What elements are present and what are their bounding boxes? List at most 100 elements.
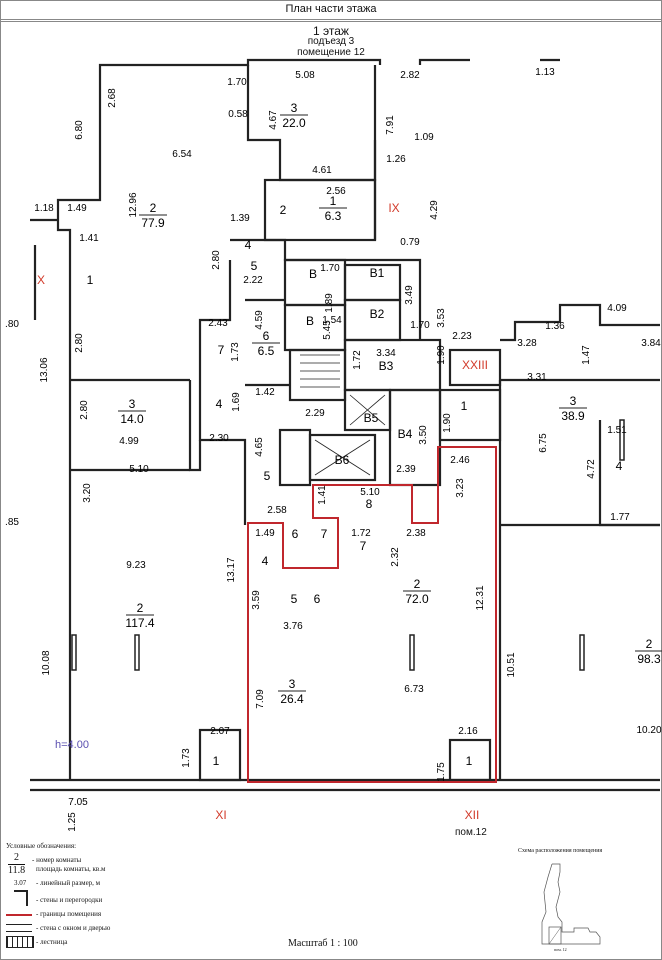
- legend-stairs-icon: [6, 936, 34, 948]
- dimension-label: 3.84: [641, 338, 661, 349]
- scale-label: Масштаб 1 : 100: [288, 938, 358, 949]
- dimension-label: 1.36: [545, 321, 565, 332]
- room-number: 5: [264, 469, 271, 483]
- legend-dim: - линейный размер, м: [36, 879, 101, 887]
- dimension-label: 13.06: [39, 357, 50, 382]
- scheme-label: пом. 12: [554, 947, 567, 952]
- dimension-label: 2.80: [211, 250, 222, 270]
- dimension-label: 2.38: [406, 528, 426, 539]
- room-area: 6.3: [325, 209, 342, 223]
- axis-label: XII: [465, 808, 480, 822]
- dimension-label: 3.49: [404, 285, 415, 305]
- walls: [30, 58, 660, 792]
- dimension-label: 12.31: [475, 585, 486, 610]
- dimension-label: 2.46: [450, 455, 470, 466]
- dimension-label: 1.18: [34, 203, 54, 214]
- dimension-label: 5.10: [360, 487, 380, 498]
- room-number: 1: [466, 754, 473, 768]
- room-number: 1: [213, 754, 220, 768]
- dimension-label: 2.39: [396, 464, 416, 475]
- dimension-label: 4.72: [586, 459, 597, 479]
- premises-boundary: [247, 446, 497, 783]
- dimension-label: 2.23: [452, 331, 472, 342]
- dimension-label: 2.29: [305, 408, 325, 419]
- dimension-label: 3.20: [82, 483, 93, 503]
- room-number: 7: [360, 539, 367, 553]
- dimension-label: 2.07: [210, 726, 230, 737]
- dimension-label: 13.17: [226, 557, 237, 582]
- room-number: В4: [398, 427, 413, 441]
- dimension-label: 3.23: [455, 478, 466, 498]
- room-area: 77.9: [141, 216, 165, 230]
- dimension-label: 2.32: [390, 547, 401, 567]
- dimension-label: 1.26: [386, 154, 406, 165]
- room-number: В3: [379, 359, 394, 373]
- dimension-label: 5.45: [322, 320, 333, 340]
- dimension-label: 5.10: [129, 464, 149, 475]
- dimension-label: 1.72: [352, 350, 363, 370]
- dimension-label: 1.90: [436, 345, 447, 365]
- dimension-label: 4.67: [268, 110, 279, 130]
- dimension-label: 3.28: [517, 338, 537, 349]
- dimension-label: 1.54: [322, 315, 342, 326]
- dimension-label: 2.22: [243, 275, 263, 286]
- dimension-label: 4.29: [429, 200, 440, 220]
- dimension-label: 2.43: [208, 318, 228, 329]
- dimension-label: 4.99: [119, 436, 139, 447]
- dimension-label: 6.54: [172, 149, 192, 160]
- room-number: В2: [370, 307, 385, 321]
- room-number: 1: [330, 194, 337, 208]
- dimension-label: 1.69: [231, 392, 242, 412]
- room-number: В: [309, 267, 317, 281]
- legend-window-icon: [6, 924, 32, 932]
- dimension-label: 0.79: [400, 237, 420, 248]
- axis-label: XXIII: [462, 358, 488, 372]
- room-area: 38.9: [561, 409, 585, 423]
- dimension-label: 1.49: [255, 528, 275, 539]
- dimension-label: 12.96: [128, 192, 139, 217]
- dimension-label: 1.70: [227, 77, 247, 88]
- legend-room-num: - номер комнаты: [32, 856, 82, 864]
- room-number: 4: [616, 459, 623, 473]
- dimension-label: 3.53: [436, 308, 447, 328]
- dimension-label: 1.73: [181, 748, 192, 768]
- dimension-label: 1.90: [442, 413, 453, 433]
- room-area: 14.0: [120, 412, 144, 426]
- legend-stairs: - лестница: [36, 938, 68, 946]
- dimension-label: 1.75: [436, 762, 447, 782]
- room-number: В6: [335, 453, 350, 467]
- dimension-label: 3.59: [251, 590, 262, 610]
- room-number: 1: [461, 399, 468, 413]
- legend-boundary-icon: [6, 914, 32, 916]
- dimension-label: 3.31: [527, 372, 547, 383]
- room-number: 7: [218, 343, 225, 357]
- floor-label: 1 этаж: [313, 24, 349, 38]
- room-number: 7: [321, 527, 328, 541]
- legend-room-area: площадь комнаты, кв.м: [36, 865, 106, 873]
- dimension-label: 1.49: [67, 203, 87, 214]
- legend-title: Условные обозначения:: [6, 842, 77, 850]
- room-number: 5: [251, 259, 258, 273]
- room-number: 6: [263, 329, 270, 343]
- dimension-label: 10.20: [636, 725, 661, 736]
- dimension-label: 7.91: [385, 115, 396, 135]
- dimension-label: 1.73: [230, 342, 241, 362]
- dimension-label: 2.16: [458, 726, 478, 737]
- dimension-label: 10.08: [41, 650, 52, 675]
- room-number: 6: [292, 527, 299, 541]
- dimension-label: 1.41: [79, 233, 99, 244]
- dimension-label: 1.70: [320, 263, 340, 274]
- location-scheme: [541, 863, 601, 945]
- room-number: 8: [366, 497, 373, 511]
- axis-label: X: [37, 273, 45, 287]
- dimension-label: 7.05: [68, 797, 88, 808]
- dimension-label: 2.82: [400, 70, 420, 81]
- legend-sample-area: 11.8: [8, 864, 26, 876]
- document-title: План части этажа: [0, 0, 662, 22]
- entrance-label: подъезд 3: [307, 36, 355, 47]
- premises-label: помещение 12: [297, 47, 365, 58]
- legend-sample-dim: 3.07: [14, 879, 27, 887]
- dimension-label: 4.65: [254, 437, 265, 457]
- scheme-title: Схема расположения помещения: [518, 848, 603, 854]
